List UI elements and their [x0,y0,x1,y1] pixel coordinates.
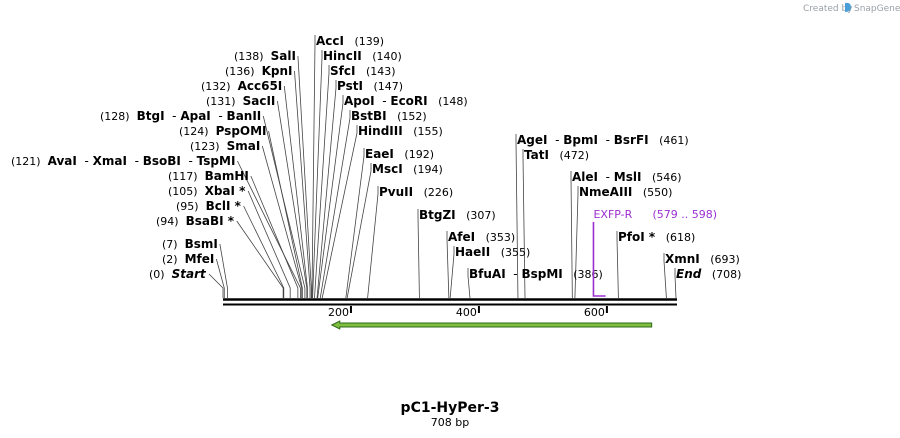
site-label-msci[interactable]: MscI (194) [372,162,443,176]
site-label-sali[interactable]: (138) SalI [234,49,296,63]
ruler-tick-label: 200 [328,306,349,319]
site-leader [522,149,526,299]
site-leader [663,253,667,299]
ruler-tick-label: 600 [584,306,605,319]
site-label-tati[interactable]: TatI (472) [524,148,589,162]
site-leader [574,186,579,299]
site-label-haeii[interactable]: HaeII (355) [455,245,530,259]
site-leaders [208,35,677,299]
site-leader [236,220,284,298]
site-label-btgi[interactable]: (128) BtgI - ApaI - BanII [100,109,261,123]
site-leader [311,35,316,299]
feature-range: (579 .. 598) [652,208,717,221]
site-leader [367,186,379,299]
sequence-length: 708 bp [431,416,469,429]
site-leader [219,243,228,298]
site-label-end[interactable]: End (708) [676,267,741,281]
orf-arrow-shape [330,320,653,330]
credit-prefix: Created by [803,4,853,14]
site-leader [449,246,455,299]
site-label-pfoi[interactable]: PfoI * (618) [618,230,695,244]
credit: Created by SnapGene [803,2,900,14]
site-leader [319,110,351,299]
site-leader [262,115,306,298]
site-label-sacii[interactable]: (131) SacII [206,94,275,108]
site-label-xmni[interactable]: XmnI (693) [665,252,740,266]
site-label-bfuai[interactable]: BfuAI - BspMI (386) [469,267,603,281]
sequence-name: pC1-HyPer-3 [401,400,500,416]
site-leader [321,125,358,299]
site-label-acc65i[interactable]: (132) Acc65I [201,79,282,93]
ruler-tick-label: 400 [456,306,477,319]
snapgene-logo-icon [845,2,851,13]
site-label-psti[interactable]: PstI (147) [337,79,403,93]
site-label-eaei[interactable]: EaeI (192) [365,147,434,161]
site-leader [247,190,291,298]
site-label-apoi[interactable]: ApoI - EcoRI (148) [344,94,468,108]
site-label-smai[interactable]: (123) SmaI [190,139,260,153]
site-labels: (0) Start(2) MfeI(7) BsmI (94) BsaBI *(95… [11,34,741,281]
site-label-sfci[interactable]: SfcI (143) [330,64,396,78]
site-leader [417,209,420,299]
site-leader [276,100,308,298]
site-label-avai[interactable]: (121) AvaI - XmaI - BsoBI - TspMI [11,154,235,168]
site-label-afei[interactable]: AfeI (353) [448,230,515,244]
site-leader [317,95,344,299]
site-leader [674,268,677,299]
site-label-alei[interactable]: AleI - MslI (546) [572,170,682,184]
site-leader [314,65,330,299]
site-label-pspomi[interactable]: (124) PspOMI [179,124,267,138]
site-leader [316,80,337,299]
site-label-bcli[interactable]: (95) BclI * [176,199,242,213]
feature-name: EXFP-R [593,208,632,221]
feature-bracket [592,222,606,297]
site-leader [312,50,323,299]
site-label-bsabi[interactable]: (94) BsaBI * [156,214,235,228]
site-leader [208,273,224,298]
feature-exfp-r[interactable]: EXFP-R (579 .. 598) [592,208,717,297]
site-label-hincii[interactable]: HincII (140) [323,49,402,63]
site-leader [294,70,311,298]
orf-arrow[interactable] [330,320,653,330]
site-label-nmeaiii[interactable]: NmeAIII (550) [579,185,672,199]
site-leader [250,175,299,298]
site-label-agei[interactable]: AgeI - BpmI - BsrFI (461) [517,133,689,147]
site-leader [446,231,450,299]
site-leader [237,160,301,298]
site-label-xbai[interactable]: (105) XbaI * [168,184,246,198]
site-label-mfei[interactable]: (2) MfeI [162,252,214,266]
site-label-pvuii[interactable]: PvuII (226) [379,185,453,199]
site-leader [346,163,372,299]
site-leader [243,205,285,298]
ruler-ticks: 200 400 600 [328,306,608,319]
site-leader [345,148,365,299]
site-leader [215,258,225,298]
site-label-acci[interactable]: AccI (139) [316,34,384,48]
site-leader [467,268,471,299]
site-label-hindiii[interactable]: HindIII (155) [358,124,443,138]
site-leader [297,55,312,298]
site-label-btgzi[interactable]: BtgZI (307) [419,208,496,222]
site-leader [616,231,619,299]
credit-brand: SnapGene [854,4,900,14]
site-label-start[interactable]: (0) Start [149,267,207,281]
site-leader [515,134,519,299]
site-leader [261,145,303,298]
site-label-bsmi[interactable]: (7) BsmI [162,237,218,251]
site-label-bamhi[interactable]: (117) BamHI [168,169,249,183]
site-leader [283,85,308,298]
site-leader [570,171,573,299]
site-label-bstbi[interactable]: BstBI (152) [351,109,427,123]
backbone [223,298,677,306]
site-label-kpni[interactable]: (136) KpnI [225,64,293,78]
